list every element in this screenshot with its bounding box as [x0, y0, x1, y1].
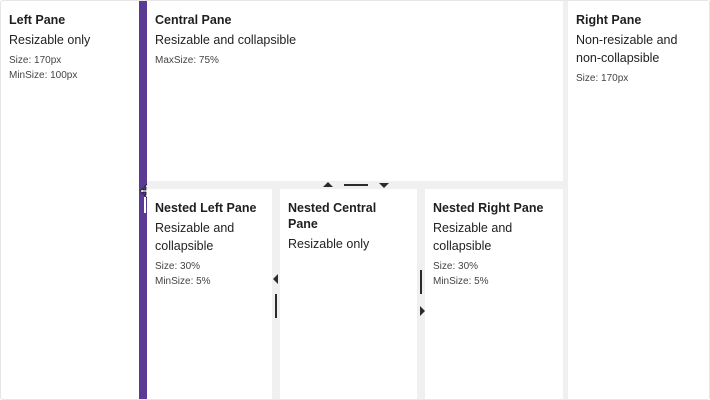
right-splitter-bar: [563, 1, 568, 399]
nested-right-pane-title: Nested Right Pane: [433, 201, 544, 215]
right-pane: Right Pane Non-resizable and non-collaps…: [568, 1, 709, 399]
triangle-right-icon[interactable]: [420, 306, 425, 316]
nested-right-pane-min-size: MinSize: 5%: [433, 276, 489, 287]
triangle-left-icon[interactable]: [273, 274, 278, 284]
nested-central-pane-title: Nested Central Pane: [288, 201, 377, 231]
left-pane-size: Size: 170px: [9, 55, 62, 66]
triangle-down-icon[interactable]: [379, 183, 389, 188]
nested-right-pane: Nested Right Pane Resizable and collapsi…: [425, 189, 563, 399]
nested-right-grip-handle[interactable]: [420, 270, 422, 294]
nested-right-splitter-bar[interactable]: [417, 189, 425, 399]
nested-left-pane: Nested Left Pane Resizable and collapsib…: [147, 189, 272, 399]
nested-central-pane-description: Resizable only: [288, 237, 370, 251]
nested-right-pane-size: Size: 30%: [433, 261, 479, 272]
central-pane-max-size: MaxSize: 75%: [155, 55, 219, 66]
nested-left-pane-title: Nested Left Pane: [155, 201, 257, 215]
right-pane-description: Non-resizable and non-collapsible: [576, 33, 678, 65]
right-pane-size: Size: 170px: [576, 73, 629, 84]
cursor-stem: [144, 197, 146, 213]
triangle-up-icon[interactable]: [323, 182, 333, 187]
nested-left-grip-handle[interactable]: [275, 294, 277, 318]
nested-left-pane-size: Size: 30%: [155, 261, 201, 272]
right-pane-title: Right Pane: [576, 13, 642, 27]
central-pane-description: Resizable and collapsible: [155, 33, 297, 47]
left-splitter-bar[interactable]: [139, 1, 147, 399]
left-pane-title: Left Pane: [9, 13, 66, 27]
central-pane: Central Pane Resizable and collapsible M…: [147, 1, 563, 181]
nested-central-pane: Nested Central Pane Resizable only: [280, 189, 417, 399]
nested-left-pane-min-size: MinSize: 5%: [155, 276, 211, 287]
nested-left-pane-description: Resizable and collapsible: [155, 221, 235, 253]
horizontal-grip-handle[interactable]: [344, 184, 368, 186]
left-pane-description: Resizable only: [9, 33, 91, 47]
nested-right-pane-description: Resizable and collapsible: [433, 221, 513, 253]
left-pane-min-size: MinSize: 100px: [9, 70, 78, 81]
central-pane-title: Central Pane: [155, 13, 232, 27]
left-pane: Left Pane Resizable only Size: 170px Min…: [1, 1, 139, 399]
